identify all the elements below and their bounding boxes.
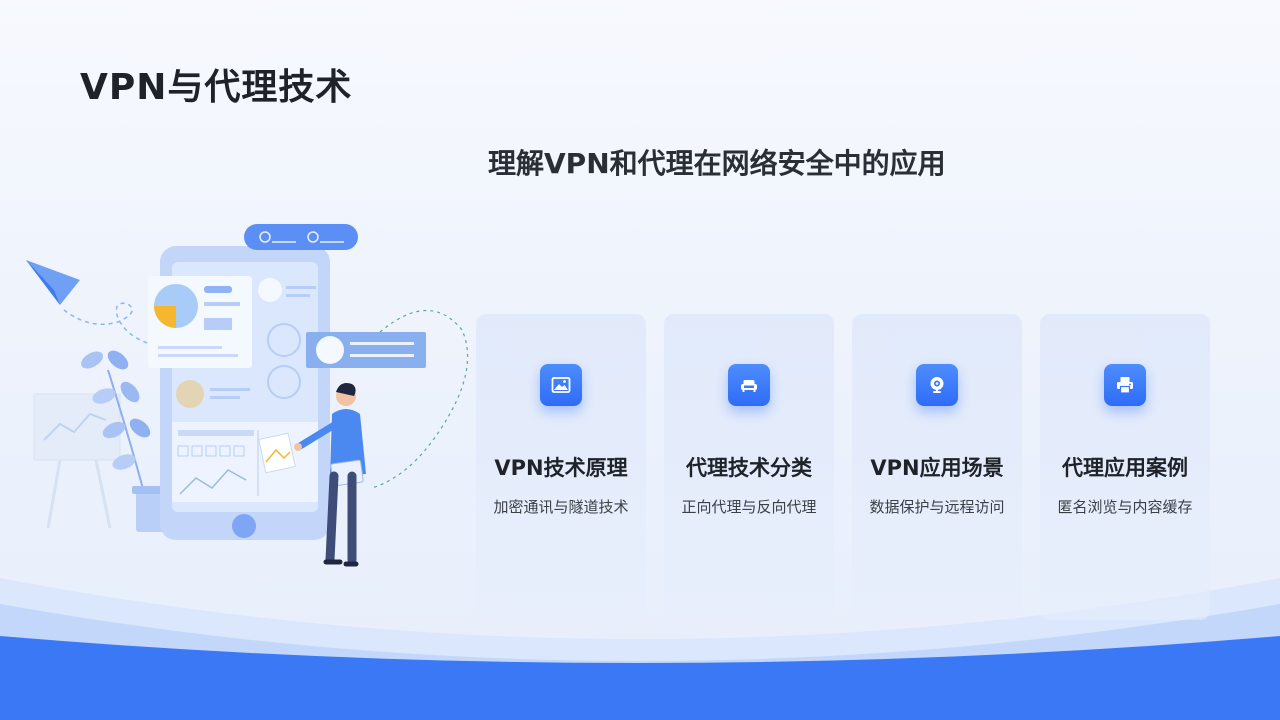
plant-decoration bbox=[81, 350, 168, 532]
card-description: 数据保护与远程访问 bbox=[869, 498, 1005, 516]
image-icon bbox=[540, 364, 582, 406]
card-title: VPN技术原理 bbox=[494, 456, 628, 480]
webcam-icon bbox=[916, 364, 958, 406]
page-title: VPN与代理技术 bbox=[80, 67, 353, 108]
card-vpn-principle[interactable]: VPN技术原理 加密通讯与隧道技术 bbox=[476, 314, 646, 620]
paper-plane-icon bbox=[26, 260, 151, 345]
printer-icon bbox=[1104, 364, 1146, 406]
card-description: 正向代理与反向代理 bbox=[681, 498, 817, 516]
card-description: 加密通讯与隧道技术 bbox=[493, 498, 629, 516]
card-proxy-cases[interactable]: 代理应用案例 匿名浏览与内容缓存 bbox=[1040, 314, 1210, 620]
easel-board bbox=[33, 393, 121, 529]
card-title: VPN应用场景 bbox=[870, 456, 1004, 480]
page-subtitle: 理解VPN和代理在网络安全中的应用 bbox=[488, 147, 946, 180]
card-title: 代理技术分类 bbox=[686, 456, 812, 480]
person-figure bbox=[294, 383, 366, 567]
sofa-icon bbox=[728, 364, 770, 406]
card-proxy-types[interactable]: 代理技术分类 正向代理与反向代理 bbox=[664, 314, 834, 620]
card-description: 匿名浏览与内容缓存 bbox=[1057, 498, 1193, 516]
card-title: 代理应用案例 bbox=[1062, 456, 1188, 480]
card-vpn-scenarios[interactable]: VPN应用场景 数据保护与远程访问 bbox=[852, 314, 1022, 620]
